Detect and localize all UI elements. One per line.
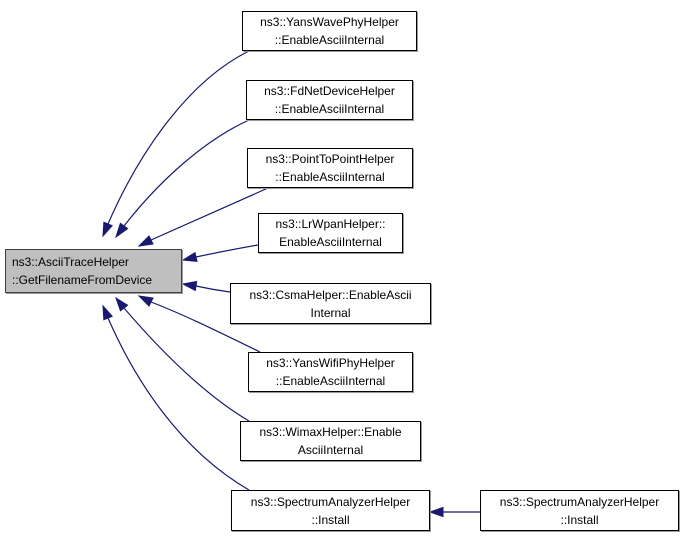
arrowhead-fdnet	[115, 222, 129, 239]
arrowhead-spectrum1	[102, 304, 113, 321]
arrowhead-csma	[181, 280, 198, 292]
node-fd-net-device-helper[interactable]: ns3::FdNetDeviceHelper ::EnableAsciiInte…	[246, 80, 413, 120]
node-label-line2: ::EnableAsciiInternal	[275, 374, 386, 388]
node-spectrum-analyzer-helper-install[interactable]: ns3::SpectrumAnalyzerHelper ::Install	[231, 490, 430, 531]
node-label-line1: ns3::LrWpanHelper::	[275, 217, 386, 231]
edge-lrwpan	[195, 244, 259, 258]
node-label-line1: ns3::FdNetDeviceHelper	[264, 84, 395, 98]
node-label-line2: Internal	[310, 305, 351, 320]
edge-fdnet	[123, 119, 250, 227]
edge-yanswave	[107, 50, 250, 225]
node-label-line1: ns3::YansWifiPhyHelper	[266, 356, 395, 370]
arrowhead-yanswave	[102, 221, 113, 238]
node-root-get-filename-from-device[interactable]: ns3::AsciiTraceHelper ::GetFilenameFromD…	[5, 249, 182, 293]
edge-yanswifi	[150, 301, 261, 353]
node-label-line2: EnableAsciiInternal	[279, 235, 382, 249]
node-label-line1: ns3::SpectrumAnalyzerHelper	[499, 494, 660, 509]
node-label-line2: ::EnableAsciiInternal	[274, 33, 385, 47]
arrowhead-p2p	[137, 235, 154, 247]
node-yans-wifi-phy-helper[interactable]: ns3::YansWifiPhyHelper ::EnableAsciiInte…	[248, 352, 413, 392]
node-point-to-point-helper[interactable]: ns3::PointToPointHelper ::EnableAsciiInt…	[247, 148, 413, 188]
node-csma-helper[interactable]: ns3::CsmaHelper::EnableAscii Internal	[230, 283, 431, 324]
node-spectrum-analyzer-helper-install-caller[interactable]: ns3::SpectrumAnalyzerHelper ::Install	[480, 490, 679, 531]
node-label-line1: ns3::SpectrumAnalyzerHelper	[250, 494, 411, 509]
node-label-line1: ns3::WimaxHelper::Enable	[259, 425, 402, 439]
node-label-line2: ::Install	[311, 512, 350, 527]
node-label-line2: AsciiInternal	[297, 443, 364, 457]
arrowhead-spectrum2	[428, 506, 444, 518]
node-label-line1: ns3::PointToPointHelper	[265, 152, 395, 166]
node-lr-wpan-helper[interactable]: ns3::LrWpanHelper:: EnableAsciiInternal	[258, 213, 403, 253]
edge-wimax	[123, 307, 250, 422]
arrowhead-lrwpan	[181, 251, 198, 262]
node-label-line2: ::EnableAsciiInternal	[274, 102, 385, 116]
arrowhead-yanswifi	[137, 295, 154, 307]
node-wimax-helper[interactable]: ns3::WimaxHelper::Enable AsciiInternal	[240, 421, 421, 461]
node-yans-wave-phy-helper[interactable]: ns3::YansWavePhyHelper ::EnableAsciiInte…	[242, 11, 417, 51]
node-label-line1: ns3::AsciiTraceHelper	[12, 255, 129, 269]
node-label-line2: ::Install	[560, 512, 599, 527]
node-label-line1: ns3::YansWavePhyHelper	[260, 15, 399, 29]
node-label-line1: ns3::CsmaHelper::EnableAscii	[249, 287, 412, 302]
edge-spectrum1	[107, 317, 250, 491]
arrowhead-wimax	[115, 296, 129, 312]
edge-csma	[195, 285, 231, 293]
node-label-line2: ::GetFilenameFromDevice	[12, 273, 153, 287]
edge-p2p	[150, 187, 269, 241]
node-label-line2: ::EnableAsciiInternal	[275, 170, 385, 184]
